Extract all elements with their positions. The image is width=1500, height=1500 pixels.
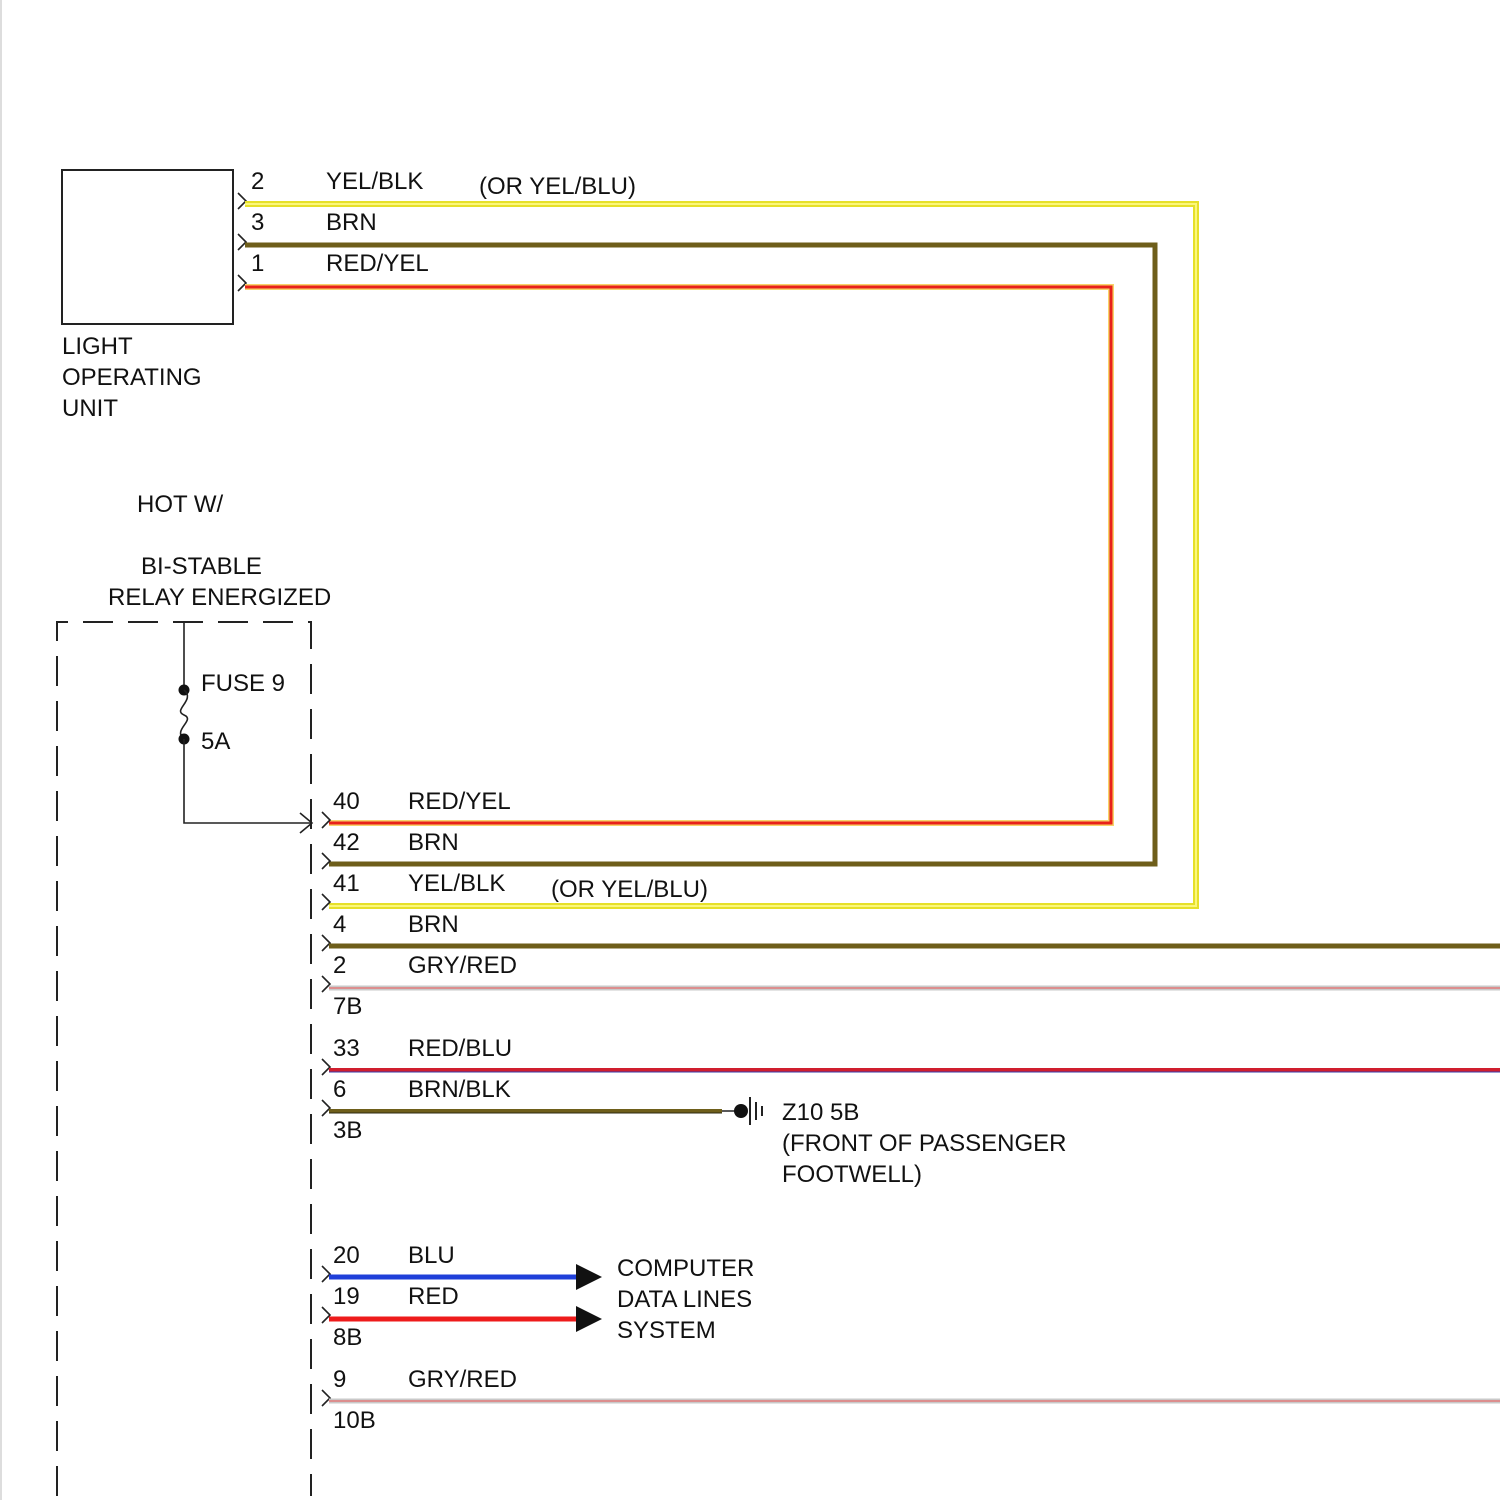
module-pin-num-40: 40 [333,788,360,815]
connector-label-7b: 7B [333,993,362,1020]
module-pin-num-2: 2 [333,952,346,979]
unit-pin-num-1: 1 [251,250,264,277]
module-wire-gry-red-2: GRY/RED [408,1366,517,1393]
data-arrow-red-icon [576,1306,602,1332]
hot-label-1: HOT W/ [137,491,224,518]
module-wire-red: RED [408,1283,459,1310]
hot-label-3: RELAY ENERGIZED [108,584,331,611]
module-wire-gry-red: GRY/RED [408,952,517,979]
unit-pin-num-3: 3 [251,209,264,236]
data-system-label-3: SYSTEM [617,1317,716,1344]
unit-wire-brn: BRN [326,209,377,236]
wire-yel-blk-loop-core [245,204,1196,906]
wire-red-yel-loop [245,287,1111,823]
light-unit-label-2: OPERATING [62,364,202,391]
unit-wire-note: (OR YEL/BLU) [479,173,636,200]
fuse-name: FUSE 9 [201,670,285,697]
module-pin-num-19: 19 [333,1283,360,1310]
ground-dot [734,1104,748,1118]
module-wire-brn-2: BRN [408,911,459,938]
wire-red-yel-loop-glow [245,287,1111,823]
connector-label-8b: 8B [333,1324,362,1351]
fuse-element [181,690,188,739]
light-unit-label-1: LIGHT [62,333,133,360]
module-wire-brn: BRN [408,829,459,856]
light-unit-label-3: UNIT [62,395,118,422]
wire-brn-loop [245,245,1155,864]
unit-connector-chevron [238,193,246,291]
data-system-label-1: COMPUTER [617,1255,754,1282]
module-connector-chevrons [322,812,330,1406]
wire-yel-blk-loop [245,204,1196,906]
module-wire-red-yel: RED/YEL [408,788,511,815]
fuse-rating: 5A [201,728,230,755]
unit-wire-yel-blk: YEL/BLK [326,168,423,195]
module-wire-note: (OR YEL/BLU) [551,876,708,903]
module-pin-num-42: 42 [333,829,360,856]
module-wire-blu: BLU [408,1242,455,1269]
data-arrow-blu-icon [576,1264,602,1290]
module-wire-red-blu: RED/BLU [408,1035,512,1062]
unit-pin-num-2: 2 [251,168,264,195]
ground-icon [750,1097,762,1125]
module-pin-num-9: 9 [333,1366,346,1393]
module-pin-num-20: 20 [333,1242,360,1269]
module-pin-num-41: 41 [333,870,360,897]
ground-id: Z10 5B [782,1099,859,1126]
unit-wire-red-yel: RED/YEL [326,250,429,277]
connector-label-3b: 3B [333,1117,362,1144]
hot-label-2: BI-STABLE [141,553,262,580]
ground-location-1: (FRONT OF PASSENGER [782,1130,1066,1157]
ground-location-2: FOOTWELL) [782,1161,922,1188]
module-pin-num-4: 4 [333,911,346,938]
module-pin-num-6: 6 [333,1076,346,1103]
light-operating-unit-box [62,170,233,324]
module-wire-brn-blk: BRN/BLK [408,1076,511,1103]
data-system-label-2: DATA LINES [617,1286,752,1313]
connector-label-10b: 10B [333,1407,376,1434]
module-wire-yel-blk: YEL/BLK [408,870,505,897]
module-pin-num-33: 33 [333,1035,360,1062]
